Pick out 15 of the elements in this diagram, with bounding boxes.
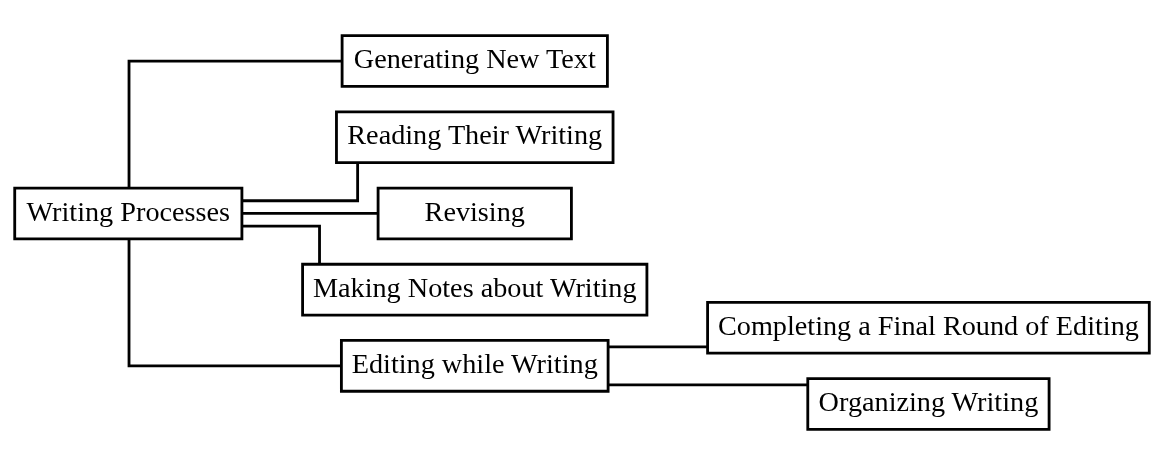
node-box: Revising <box>376 186 573 240</box>
node-box: Editing while Writing <box>340 338 610 393</box>
connector <box>608 344 708 348</box>
connector <box>608 383 808 386</box>
node-box: Making Notes about Writing <box>301 262 649 316</box>
node-box: Reading Their Writing <box>335 109 615 164</box>
connector <box>127 238 342 367</box>
node-box: Organizing Writing <box>806 376 1051 431</box>
connector <box>242 211 378 215</box>
connector <box>127 59 343 188</box>
node-box: Writing Processes <box>13 186 244 240</box>
connector <box>242 162 360 202</box>
node-box: Generating New Text <box>340 33 609 88</box>
connector <box>242 224 321 264</box>
node-box: Completing a Final Round of Editing <box>706 300 1151 355</box>
